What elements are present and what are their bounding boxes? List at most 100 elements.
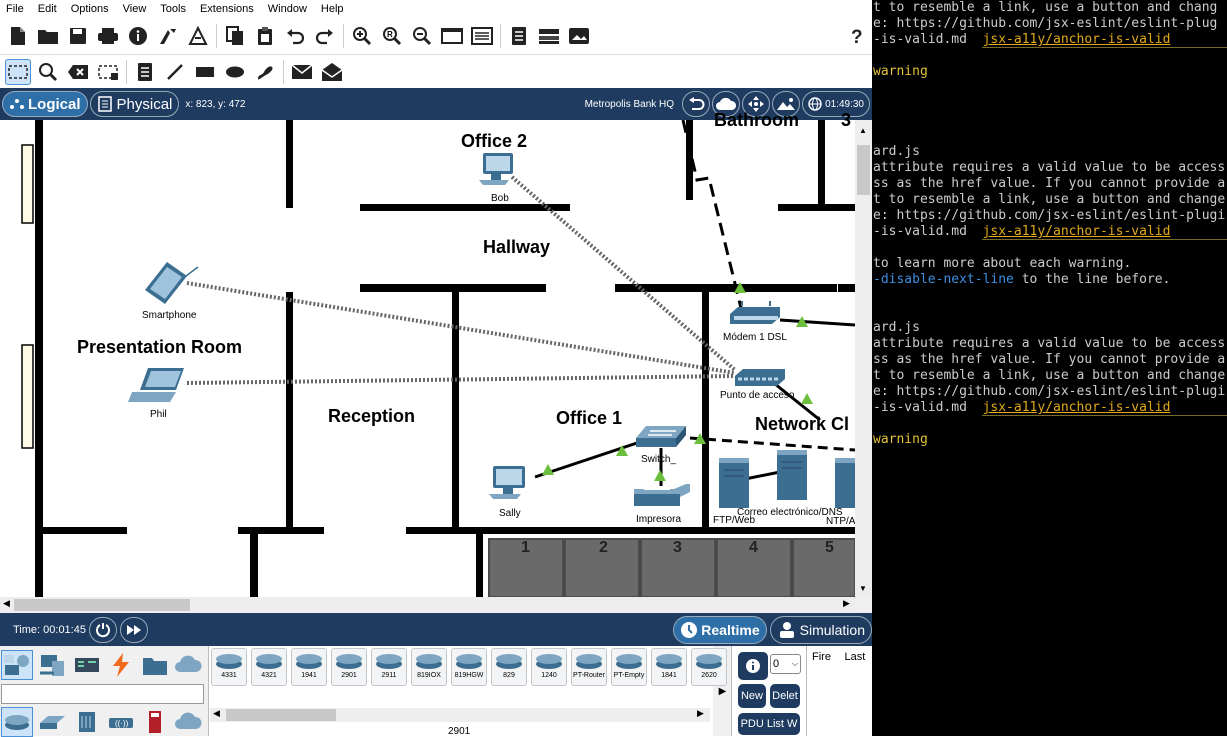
move-object-button[interactable] xyxy=(742,91,771,117)
device-label-printer[interactable]: Impresora xyxy=(636,514,682,525)
terminal-link[interactable]: jsx-a11y/anchor-is-valid xyxy=(982,32,1171,47)
custom-device-icon[interactable] xyxy=(186,24,210,48)
menu-tools[interactable]: Tools xyxy=(160,3,186,15)
custom-devices-dialog-icon[interactable] xyxy=(470,24,494,48)
menu-options[interactable]: Options xyxy=(70,3,109,15)
device-label-ap[interactable]: Punto de acceso xyxy=(720,390,795,401)
delete-scenario-button[interactable]: Delet xyxy=(770,684,800,708)
save-icon[interactable] xyxy=(66,24,90,48)
logical-workspace[interactable]: Office 2 Bathroom 3 Hallway Presentation… xyxy=(0,110,856,598)
column-fire[interactable]: Fire xyxy=(812,651,831,663)
end-devices-category-icon[interactable] xyxy=(37,651,67,679)
power-cycle-button[interactable] xyxy=(88,616,117,643)
menu-edit[interactable]: Edit xyxy=(37,3,57,15)
terminal-link[interactable]: jsx-a11y/anchor-is-valid xyxy=(982,400,1171,415)
device-label-smartphone[interactable]: Smartphone xyxy=(142,310,197,321)
scroll-down-arrow-icon[interactable]: ▼ xyxy=(859,584,867,593)
device-label-ftp[interactable]: FTP/Web xyxy=(713,515,756,526)
terminal-link[interactable]: jsx-a11y/anchor-is-valid xyxy=(982,224,1171,239)
realtime-mode-button[interactable]: Realtime xyxy=(673,615,767,644)
zoom-reset-icon[interactable]: R xyxy=(380,24,404,48)
scroll-left-arrow-icon[interactable]: ◀ xyxy=(3,598,10,608)
device-list-scroll-thumb[interactable] xyxy=(226,709,336,721)
physical-tab[interactable]: Physical xyxy=(89,91,180,117)
device-template-icon[interactable] xyxy=(537,24,561,48)
device-2620[interactable]: 2620 xyxy=(691,648,727,686)
new-scenario-button[interactable]: New xyxy=(738,684,766,708)
security-subcategory-icon[interactable] xyxy=(140,708,170,736)
expand-arrow-icon[interactable]: ▶ xyxy=(718,685,727,697)
activity-wizard-icon[interactable] xyxy=(156,24,180,48)
device-label-ntp[interactable]: NTP/A xyxy=(826,516,856,527)
device-1841[interactable]: 1841 xyxy=(651,648,687,686)
column-last[interactable]: Last xyxy=(844,651,866,663)
undo-icon[interactable] xyxy=(283,24,307,48)
device-pt-empty[interactable]: PT-Empty xyxy=(611,648,647,686)
wireless-subcategory-icon[interactable]: ((·)) xyxy=(106,708,136,736)
pdu-info-button[interactable] xyxy=(738,652,768,680)
print-icon[interactable] xyxy=(96,24,120,48)
pdu-list-window-button[interactable]: PDU List W xyxy=(738,713,800,735)
note-icon[interactable] xyxy=(133,60,157,84)
cluster-icon[interactable] xyxy=(567,24,591,48)
zoom-out-icon[interactable] xyxy=(410,24,434,48)
menu-extensions[interactable]: Extensions xyxy=(199,3,254,15)
device-pt-router[interactable]: PT-Router xyxy=(571,648,607,686)
help-icon[interactable]: ? xyxy=(845,24,869,48)
delete-icon[interactable] xyxy=(66,60,90,84)
cluster-view-button[interactable] xyxy=(712,91,741,117)
simulation-mode-button[interactable]: Simulation xyxy=(769,615,872,644)
info-icon[interactable] xyxy=(126,24,150,48)
zoom-in-icon[interactable] xyxy=(350,24,374,48)
scroll-right-arrow-icon[interactable]: ▶ xyxy=(843,598,850,608)
device-1941[interactable]: 1941 xyxy=(291,648,327,686)
hubs-subcategory-icon[interactable] xyxy=(72,708,102,736)
scroll-left-arrow-icon[interactable]: ◀ xyxy=(213,708,220,718)
network-devices-category-icon[interactable] xyxy=(1,650,33,680)
device-2911[interactable]: 2911 xyxy=(371,648,407,686)
horizontal-scroll-thumb[interactable] xyxy=(14,599,190,611)
device-label-sally[interactable]: Sally xyxy=(499,508,521,519)
add-simple-pdu-icon[interactable] xyxy=(290,60,314,84)
connections-category-icon[interactable] xyxy=(106,651,136,679)
vertical-scroll-thumb[interactable] xyxy=(857,145,870,195)
wan-emulation-subcategory-icon[interactable] xyxy=(173,708,203,736)
device-4331[interactable]: 4331 xyxy=(211,648,247,686)
open-folder-icon[interactable] xyxy=(36,24,60,48)
device-819iox[interactable]: 819IOX xyxy=(411,648,447,686)
miscellaneous-category-icon[interactable] xyxy=(140,651,170,679)
device-label-phil[interactable]: Phil xyxy=(150,409,167,420)
scroll-right-arrow-icon[interactable]: ▶ xyxy=(697,708,704,718)
paste-icon[interactable] xyxy=(253,24,277,48)
scenario-select[interactable]: 0⌵ xyxy=(770,654,801,674)
device-829[interactable]: 829 xyxy=(491,648,527,686)
menu-help[interactable]: Help xyxy=(320,3,344,15)
select-icon[interactable] xyxy=(5,58,31,85)
add-complex-pdu-icon[interactable] xyxy=(320,60,344,84)
multiuser-category-icon[interactable] xyxy=(173,651,203,679)
device-819hgw[interactable]: 819HGW xyxy=(451,648,487,686)
workspace-vertical-scrollbar[interactable]: ▲ ▼ xyxy=(855,120,872,597)
workspace-horizontal-scrollbar[interactable]: ◀ ▶ xyxy=(0,597,855,613)
rectangle-icon[interactable] xyxy=(193,60,217,84)
device-4321[interactable]: 4321 xyxy=(251,648,287,686)
menu-file[interactable]: File xyxy=(6,3,24,15)
notes-icon[interactable] xyxy=(507,24,531,48)
fast-forward-button[interactable] xyxy=(119,616,148,643)
redo-icon[interactable] xyxy=(313,24,337,48)
routers-subcategory-icon[interactable] xyxy=(1,707,33,737)
components-category-icon[interactable] xyxy=(72,651,102,679)
copy-icon[interactable] xyxy=(223,24,247,48)
resize-icon[interactable] xyxy=(96,60,120,84)
set-background-button[interactable] xyxy=(772,91,801,117)
new-file-icon[interactable] xyxy=(6,24,30,48)
device-2901[interactable]: 2901 xyxy=(331,648,367,686)
device-list-scrollbar[interactable]: ◀ ▶ xyxy=(210,708,710,722)
device-label-switch[interactable]: Switch_ xyxy=(641,454,677,465)
device-1240[interactable]: 1240 xyxy=(531,648,567,686)
line-icon[interactable] xyxy=(163,60,187,84)
switches-subcategory-icon[interactable] xyxy=(37,708,67,736)
ellipse-icon[interactable] xyxy=(223,60,247,84)
freeform-icon[interactable] xyxy=(253,60,277,84)
device-label-bob[interactable]: Bob xyxy=(491,193,509,204)
